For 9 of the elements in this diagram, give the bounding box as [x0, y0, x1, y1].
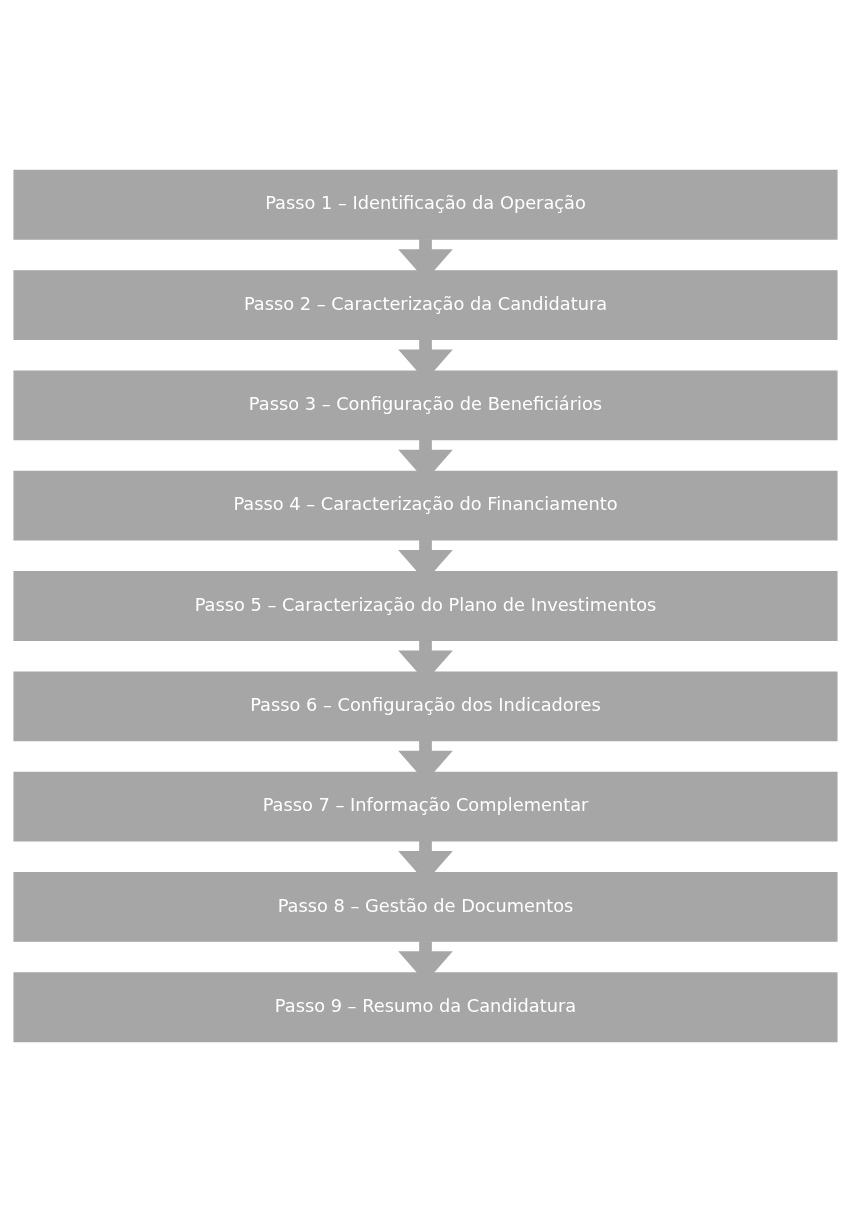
node-box: Passo 6 – Configuração dos Indicadores [12, 671, 838, 742]
node-box: Passo 1 – Identificação da Operação [12, 169, 838, 240]
node-box: Passo 4 – Caracterização do Financiamento [12, 470, 838, 541]
node-box: Passo 9 – Resumo da Candidatura [12, 972, 838, 1043]
node-box: Passo 5 – Caracterização do Plano de Investimentos [12, 571, 838, 641]
node-box: Passo 3 – Configuração de Beneficiários [12, 370, 838, 441]
node-box: Passo 8 – Gestão de Documentos [12, 872, 838, 942]
node-box: Passo 7 – Informação Complementar [12, 771, 838, 842]
node-box: Passo 2 – Caracterização da Candidatura [12, 270, 838, 340]
